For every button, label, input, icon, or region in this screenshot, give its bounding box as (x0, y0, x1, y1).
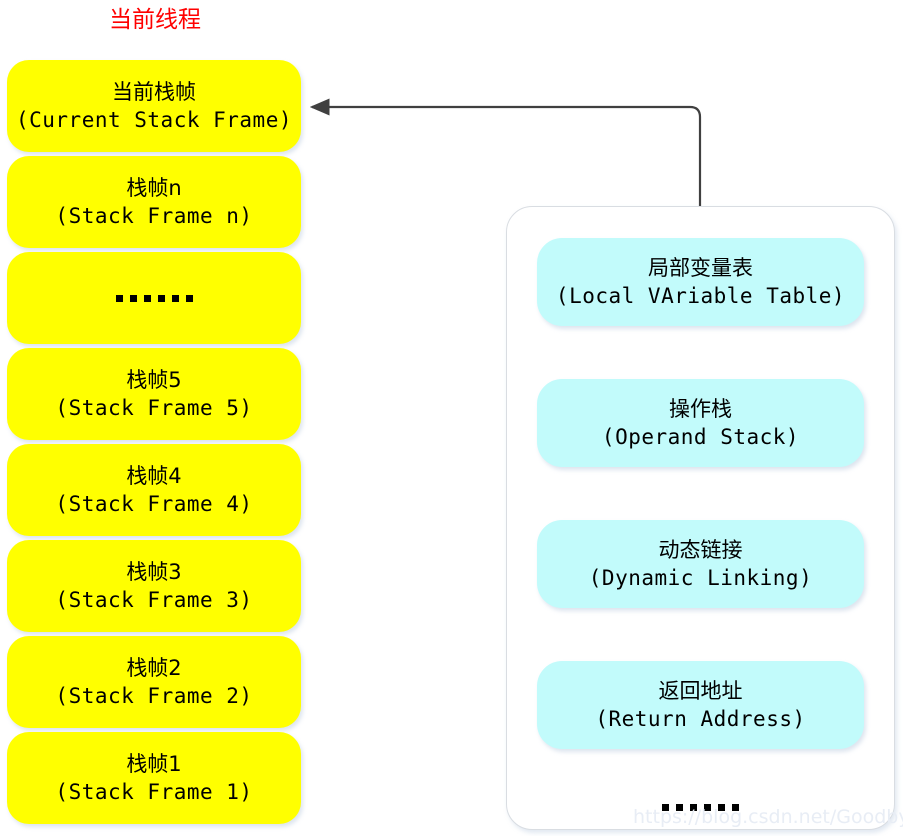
stack-frame-label-cn: 栈帧n (126, 175, 182, 200)
stack-frame-label-cn: 栈帧2 (126, 655, 182, 680)
ellipsis-dot (704, 804, 711, 811)
frame-detail-label-cn: 动态链接 (658, 537, 743, 562)
frame-detail-label-cn: 操作栈 (669, 396, 732, 421)
frame-detail-label-cn: 返回地址 (658, 678, 743, 703)
stack-frame-label-en: (Stack Frame 2) (55, 683, 253, 708)
frame-detail-label-en: (Return Address) (595, 706, 806, 731)
stack-frame-box[interactable]: 栈帧1 (Stack Frame 1) (7, 732, 301, 824)
stack-frame-detail-panel: 局部变量表 (Local VAriable Table) 操作栈 (Operand S… (506, 206, 895, 830)
stack-frame-box[interactable]: 当前栈帧 (Current Stack Frame) (7, 60, 301, 152)
stack-frame-label-en: (Current Stack Frame) (15, 107, 292, 132)
frame-detail-box[interactable]: 返回地址 (Return Address) (537, 661, 864, 749)
ellipsis-dot (129, 294, 137, 302)
stack-frame-label-en: (Stack Frame n) (55, 203, 253, 228)
ellipsis-dot (157, 294, 165, 302)
stack-frame-label-en: (Stack Frame 5) (55, 395, 253, 420)
frame-detail-label-en: (Operand Stack) (601, 424, 800, 449)
ellipsis-dot (662, 804, 669, 811)
stack-frame-ellipsis (115, 294, 193, 302)
ellipsis-dot (718, 804, 725, 811)
ellipsis-dot (690, 804, 697, 811)
thread-stack-column: 当前栈帧 (Current Stack Frame) 栈帧n (Stack Frame… (7, 60, 301, 824)
frame-detail-box[interactable]: 动态链接 (Dynamic Linking) (537, 520, 864, 608)
stack-frame-label-cn: 栈帧5 (126, 367, 182, 392)
stack-frame-label-en: (Stack Frame 4) (55, 491, 253, 516)
stack-frame-box[interactable] (7, 252, 301, 344)
stack-frame-label-cn: 栈帧3 (126, 559, 182, 584)
page-title: 当前线程 (109, 7, 201, 33)
stack-frame-box[interactable]: 栈帧4 (Stack Frame 4) (7, 444, 301, 536)
frame-detail-box[interactable]: 局部变量表 (Local VAriable Table) (537, 238, 864, 326)
stack-frame-box[interactable]: 栈帧3 (Stack Frame 3) (7, 540, 301, 632)
frame-detail-box[interactable]: 操作栈 (Operand Stack) (537, 379, 864, 467)
ellipsis-dot (171, 294, 179, 302)
ellipsis-dot (676, 804, 683, 811)
stack-frame-detail-list: 局部变量表 (Local VAriable Table) 操作栈 (Operand S… (507, 207, 894, 829)
frame-detail-ellipsis (662, 804, 739, 811)
frame-detail-label-cn: 局部变量表 (648, 255, 753, 280)
ellipsis-dot (732, 804, 739, 811)
ellipsis-dot (115, 294, 123, 302)
stack-frame-label-cn: 栈帧4 (126, 463, 182, 488)
stack-frame-label-en: (Stack Frame 3) (55, 587, 253, 612)
frame-detail-label-en: (Dynamic Linking) (588, 565, 813, 590)
stack-frame-label-cn: 当前栈帧 (112, 79, 196, 104)
ellipsis-dot (185, 294, 193, 302)
stack-frame-box[interactable]: 栈帧n (Stack Frame n) (7, 156, 301, 248)
stack-frame-label-cn: 栈帧1 (126, 751, 182, 776)
watermark: https://blog.csdn.net/Goodbye_Youth (633, 806, 903, 828)
frame-detail-label-en: (Local VAriable Table) (555, 283, 846, 308)
stack-frame-label-en: (Stack Frame 1) (55, 779, 253, 804)
stack-frame-box[interactable]: 栈帧5 (Stack Frame 5) (7, 348, 301, 440)
stack-frame-box[interactable]: 栈帧2 (Stack Frame 2) (7, 636, 301, 728)
ellipsis-dot (143, 294, 151, 302)
